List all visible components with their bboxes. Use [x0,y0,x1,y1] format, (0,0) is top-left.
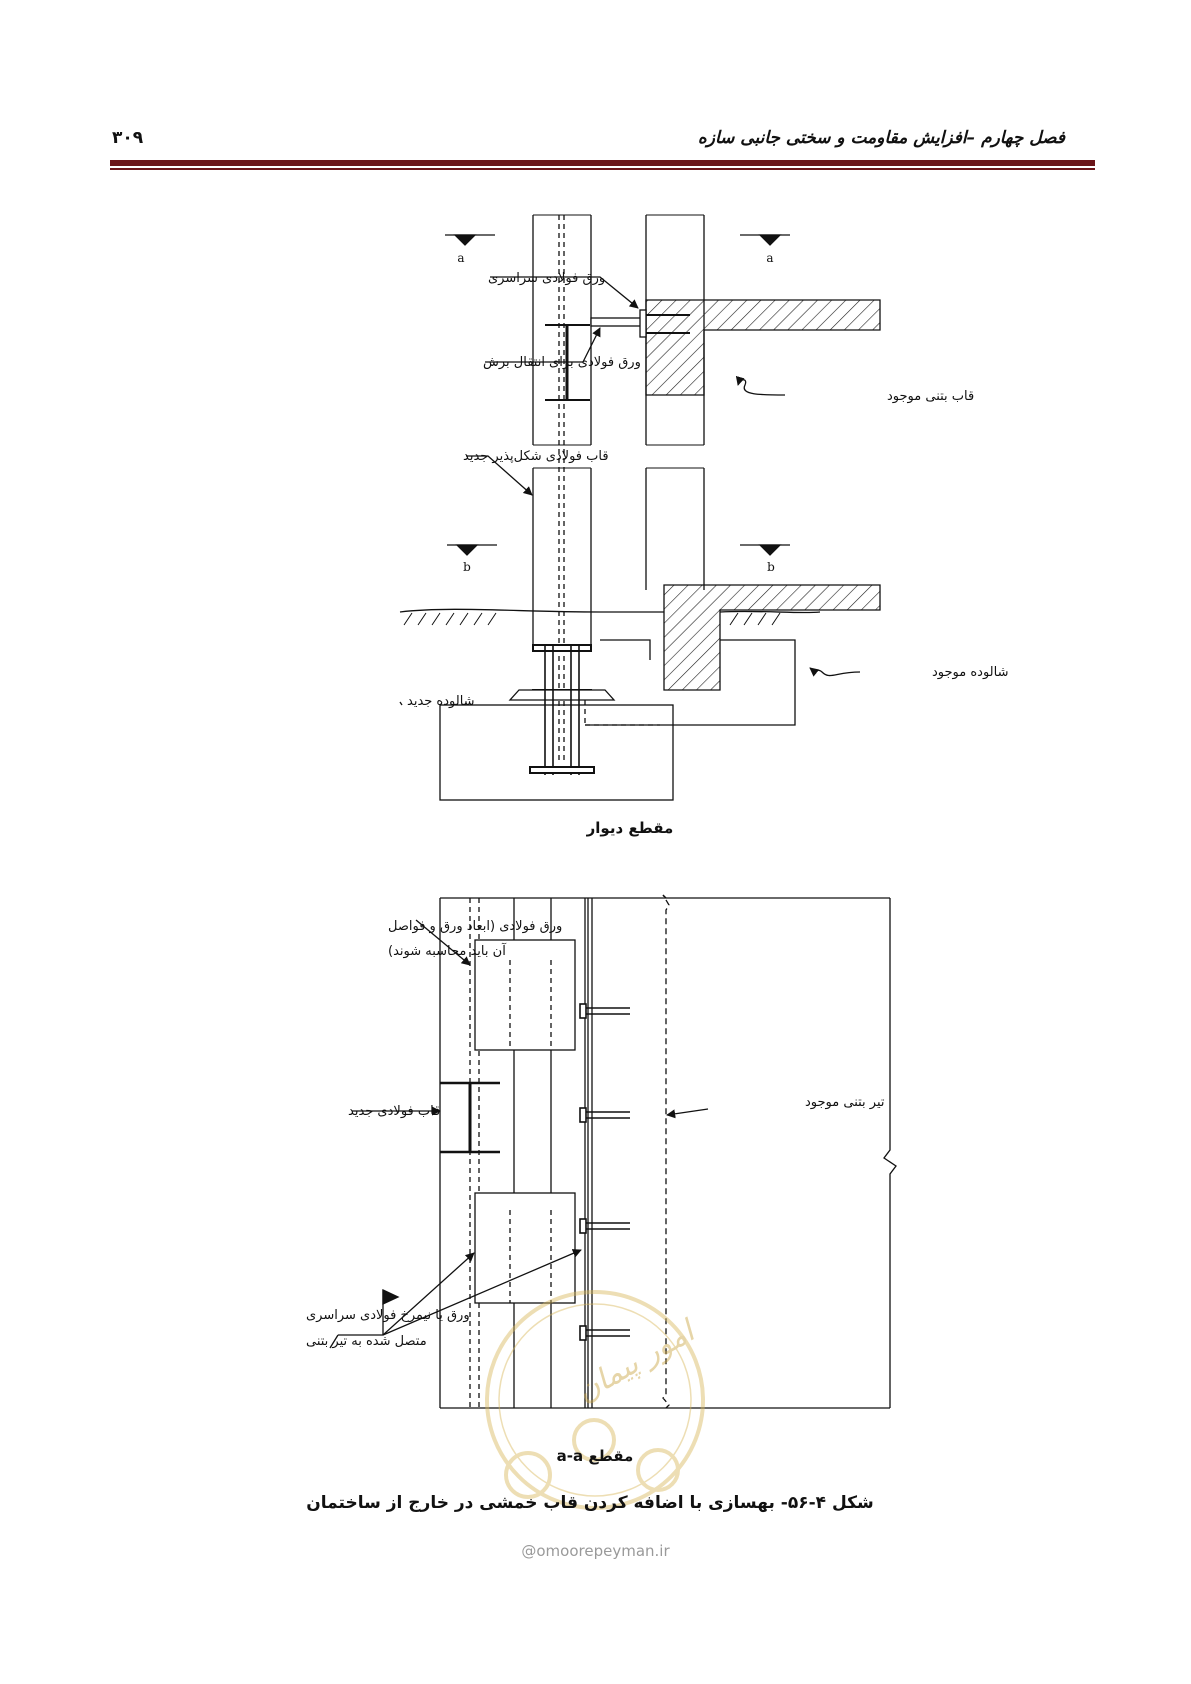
elevation-marker-b-left [455,544,479,556]
mark-b-right: b [767,560,775,574]
leader-shear-plate [485,327,601,363]
chapter-title: فصل چهارم –افزایش مقاومت و سختی جانبی سا… [697,128,1065,148]
mark-a-right: a [766,251,773,265]
new-foundation [439,704,674,801]
steel-plate-upper [474,939,576,1051]
bolts-to-beam [579,1003,630,1341]
label-continuous-steel-plate: ورق فولادی سراسری [488,271,605,286]
anchor-bolts-upper [639,309,690,338]
header-rule-thin [110,168,1095,170]
shear-transfer-plate [590,317,644,327]
label-steel-plate-line1: ورق فولادی (ابعاد ورق و فواصل [388,919,562,934]
caption-wall-section: مقطع دیوار [586,819,674,837]
label-new-steel-frame: قاب فولادی جدید [348,1104,440,1119]
existing-lower-slab-footing [663,584,881,691]
label-new-ductile-steel-frame: قاب فولادی شکل‌پذیر جدید [463,449,609,464]
caption-section-aa: مقطع a-a [557,1447,634,1465]
elevation-marker-a-left [453,234,477,246]
leader-continuous-profile-b [382,1249,582,1336]
steel-i-section-new-frame [440,1081,500,1154]
label-existing-foundation: شالوده موجود [932,665,1008,680]
beam-break-line [883,898,897,1408]
leader-new-frame [466,455,533,496]
leader-continuous-plate [490,276,639,309]
leader-existing-frame [735,375,786,396]
watermark-url: @omoorepeyman.ir [521,1542,670,1560]
steel-plate-lower [474,1192,576,1304]
label-existing-concrete-beam: تیر بتنی موجود [805,1095,885,1110]
leader-steel-plate [415,919,471,966]
figure-caption: شکل ۴-۵۶- بهسازی با اضافه کردن قاب خمشی … [306,1493,873,1513]
label-continuous-profile-line1: ورق یا نیمرخ فولادی سراسری [306,1308,470,1323]
header-rule-thick [110,160,1095,166]
elevation-marker-a-right [758,234,782,246]
existing-beam-edge [662,894,670,1409]
elevation-marker-b-right [758,544,782,556]
base-plate-assembly [508,644,616,775]
label-steel-plate-line2: آن باید محاسبه شوند) [388,942,507,959]
label-shear-transfer-plate: ورق فولادی برای انتقال برش [483,355,641,370]
mark-a-left: a [457,251,464,265]
label-new-foundation: شالوده جدید [407,694,475,709]
section-aa-figure [329,894,897,1409]
leader-existing-foundation [809,667,861,677]
page-number: ۳۰۹ [112,128,144,148]
label-continuous-profile-line2: متصل شده به تیر بتنی [306,1334,427,1349]
label-existing-concrete-frame: قاب بتنی موجود [887,389,974,404]
leader-existing-beam [666,1108,709,1119]
existing-foundation-outline [585,639,796,726]
existing-upper-beam-slab [645,299,881,396]
wall-section-figure [399,214,881,801]
mark-b-left: b [463,560,471,574]
watermark-logo: امور پیمان [485,1290,705,1510]
ground-line [399,608,665,613]
